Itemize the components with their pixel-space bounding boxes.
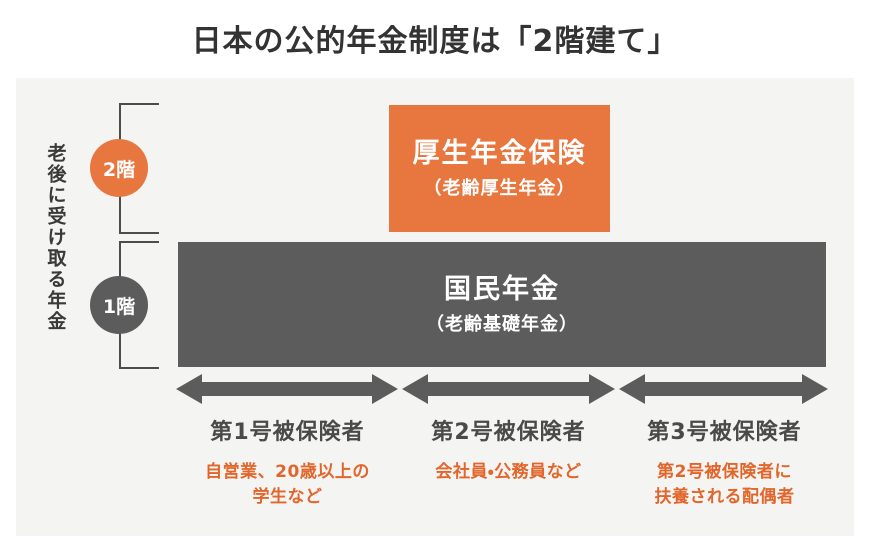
- tier-box-kosei-nenkin: 厚生年金保険 （老齢厚生年金）: [389, 105, 610, 232]
- floor-badge-1: 1階: [90, 276, 148, 334]
- vertical-axis-label: 老後に受け取る年金: [44, 142, 67, 332]
- category-detail-2-line1: 会社員・公務員など: [435, 462, 582, 483]
- tier-box-kokumin-title: 国民年金: [444, 273, 560, 305]
- tier-box-kosei-title: 厚生年金保険: [412, 137, 587, 169]
- category-detail-1-line2: 学生など: [252, 487, 323, 508]
- category-heading-2: 第2号被保険者: [431, 420, 586, 445]
- tier-box-kosei-subtitle: （老齢厚生年金）: [423, 177, 576, 199]
- double-arrow-icon: [619, 374, 828, 404]
- tier-box-kokumin-nenkin: 国民年金 （老齢基礎年金）: [178, 242, 826, 367]
- category-detail-1-line1: 自営業、20歳以上の: [205, 462, 370, 483]
- category-column-2: 第2号被保険者 会社員・公務員など: [396, 420, 621, 485]
- category-heading-3: 第3号被保険者: [647, 420, 802, 445]
- category-detail-3-line1: 第2号被保険者に: [657, 462, 792, 483]
- floor-badge-2: 2階: [90, 139, 148, 197]
- category-detail-1: 自営業、20歳以上の 学生など: [170, 460, 405, 509]
- category-column-3: 第3号被保険者 第2号被保険者に 扶養される配偶者: [612, 420, 837, 510]
- category-heading-1: 第1号被保険者: [210, 420, 365, 445]
- category-column-1: 第1号被保険者 自営業、20歳以上の 学生など: [170, 420, 405, 510]
- tier-box-kokumin-subtitle: （老齢基礎年金）: [426, 313, 578, 335]
- double-arrow-icon: [176, 374, 398, 404]
- range-arrow-1: [176, 374, 398, 404]
- category-detail-3: 第2号被保険者に 扶養される配偶者: [612, 460, 837, 509]
- category-detail-2: 会社員・公務員など: [396, 460, 621, 485]
- range-arrow-2: [402, 374, 615, 404]
- page-title: 日本の公的年金制度は「2階建て」: [191, 24, 679, 59]
- double-arrow-icon: [402, 374, 615, 404]
- category-detail-3-line2: 扶養される配偶者: [654, 487, 795, 508]
- range-arrow-3: [619, 374, 828, 404]
